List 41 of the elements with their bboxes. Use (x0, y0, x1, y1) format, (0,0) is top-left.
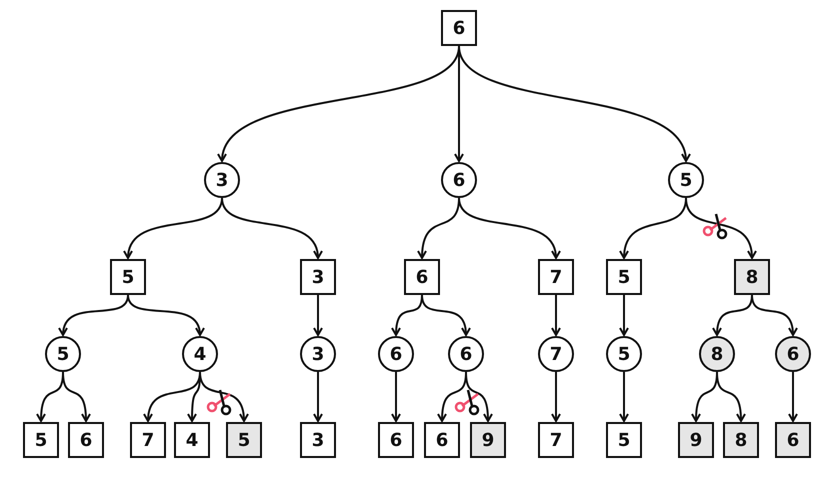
arrow (551, 295, 561, 336)
max-node-square: 9 (678, 422, 714, 458)
arrow (127, 294, 204, 336)
max-node-square: 6 (775, 422, 811, 458)
arrow (313, 372, 323, 422)
arrow (458, 46, 690, 162)
max-node-square: 6 (404, 259, 440, 295)
arrow (221, 198, 322, 259)
max-node-square: 6 (424, 422, 460, 458)
arrow (458, 198, 560, 259)
arrow (751, 294, 798, 336)
max-node-square: 6 (441, 10, 477, 46)
max-node-square: 5 (110, 259, 146, 295)
max-node-square: 8 (723, 422, 759, 458)
arrow (551, 372, 561, 422)
arrow (619, 372, 629, 422)
arrow (465, 372, 493, 422)
arrow (619, 295, 629, 336)
max-node-square: 5 (226, 422, 262, 458)
arrow (685, 198, 756, 259)
arrow (788, 372, 798, 422)
arrow (313, 295, 323, 336)
arrow (62, 372, 91, 422)
max-node-square: 3 (300, 259, 336, 295)
arrow (199, 372, 248, 422)
arrow (391, 372, 401, 422)
max-node-square: 5 (606, 422, 642, 458)
max-node-square: 6 (378, 422, 414, 458)
max-node-square: 8 (734, 259, 770, 295)
max-node-square: 3 (300, 422, 336, 458)
arrow (716, 372, 746, 422)
max-node-square: 5 (606, 259, 642, 295)
max-node-square: 6 (68, 422, 104, 458)
arrow (59, 294, 129, 336)
max-node-square: 4 (174, 422, 210, 458)
max-node-square: 7 (538, 259, 574, 295)
max-node-square: 7 (538, 422, 574, 458)
max-node-square: 7 (130, 422, 166, 458)
arrow (421, 294, 470, 336)
max-node-square: 9 (470, 422, 506, 458)
max-node-square: 5 (23, 422, 59, 458)
